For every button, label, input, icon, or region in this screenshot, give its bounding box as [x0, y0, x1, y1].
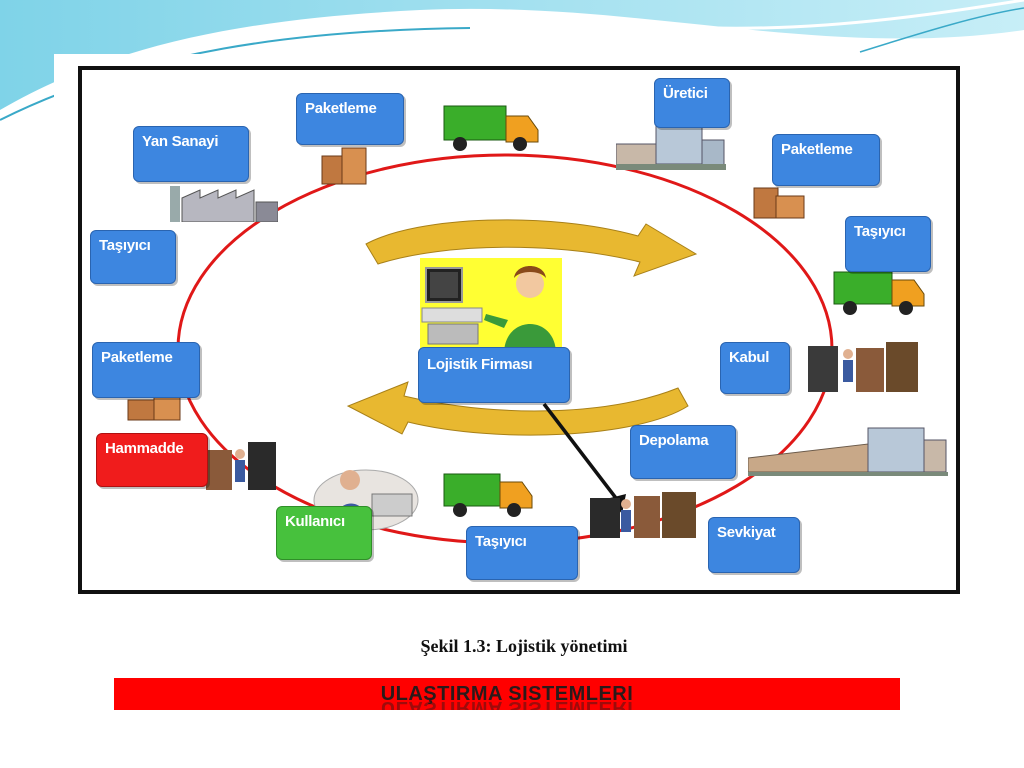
node-yan-sanayi: Yan Sanayi: [133, 126, 249, 182]
warehouse-worker-icon: [206, 442, 276, 490]
cycle-arrow-bottom: [346, 381, 689, 436]
banner-title-reflection: ULAŞTIRMA SISTEMLERI: [380, 697, 634, 710]
truck-icon: [443, 473, 533, 517]
node-paketleme: Paketleme: [772, 134, 880, 186]
warehouse-worker-icon: [590, 492, 696, 538]
node-sevkiyat: Sevkiyat: [708, 517, 800, 573]
connector-line: [542, 402, 624, 508]
package-boxes-icon: [753, 187, 805, 219]
banner-title: ULAŞTIRMA SISTEMLERI: [380, 683, 634, 705]
title-banner: ULAŞTIRMA SISTEMLERI ULAŞTIRMA SISTEMLER…: [114, 678, 900, 710]
node-depolama: Depolama: [630, 425, 736, 479]
node-uretici: Üretici: [654, 78, 730, 128]
node-tasiyici: Taşıyıcı: [845, 216, 931, 272]
package-boxes-icon: [127, 395, 181, 421]
computer-user-icon: [420, 258, 562, 354]
package-boxes-icon: [321, 147, 367, 185]
node-kabul: Kabul: [720, 342, 790, 394]
cycle-arrow-top: [365, 219, 698, 277]
building-icon: [616, 123, 726, 170]
factory-icon: [170, 186, 278, 222]
truck-icon: [833, 271, 925, 315]
node-paketleme: Paketleme: [92, 342, 200, 398]
node-tasiyici: Taşıyıcı: [466, 526, 578, 580]
figure-caption: Şekil 1.3: Lojistik yönetimi: [420, 636, 628, 656]
truck-icon: [443, 105, 539, 151]
warehouse-worker-icon: [808, 342, 918, 392]
node-lojistik-firmasi: Lojistik Firması: [418, 347, 570, 403]
node-hammadde: Hammadde: [96, 433, 208, 487]
node-paketleme: Paketleme: [296, 93, 404, 145]
warehouse-building-icon: [748, 427, 948, 476]
node-kullanici: Kullanıcı: [276, 506, 372, 560]
node-tasiyici: Taşıyıcı: [90, 230, 176, 284]
